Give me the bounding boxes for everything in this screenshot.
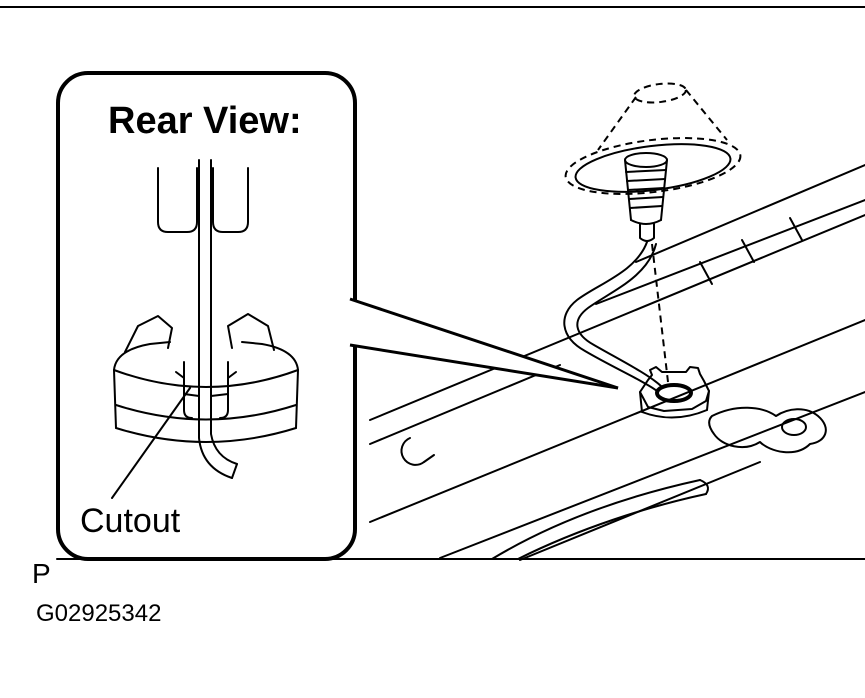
body-panel-lines bbox=[369, 164, 865, 561]
figure-id: G02925342 bbox=[36, 600, 161, 627]
cable-clamp-rear-view bbox=[113, 313, 299, 443]
panel-clip bbox=[400, 437, 435, 466]
callout-pointer bbox=[349, 297, 619, 390]
lower-panel-member bbox=[491, 479, 709, 560]
callout-box bbox=[56, 71, 357, 561]
main-cable bbox=[563, 241, 662, 392]
connector-plugs bbox=[157, 167, 249, 233]
antenna-flange bbox=[574, 143, 732, 193]
cutout-label: Cutout bbox=[80, 502, 181, 540]
page-marker: P bbox=[32, 558, 51, 589]
strap-bracket bbox=[708, 406, 827, 454]
alignment-dashed-line bbox=[651, 243, 669, 383]
antenna-cable-rear-view bbox=[198, 159, 238, 479]
rear-view-title: Rear View: bbox=[108, 100, 302, 142]
callout: Rear View: bbox=[56, 71, 619, 561]
cable-clamp-main bbox=[639, 366, 710, 419]
antenna-cone-dashed bbox=[564, 82, 742, 195]
cutout-leader-line bbox=[111, 387, 191, 499]
antenna-base bbox=[624, 152, 668, 242]
main-view bbox=[369, 82, 865, 561]
